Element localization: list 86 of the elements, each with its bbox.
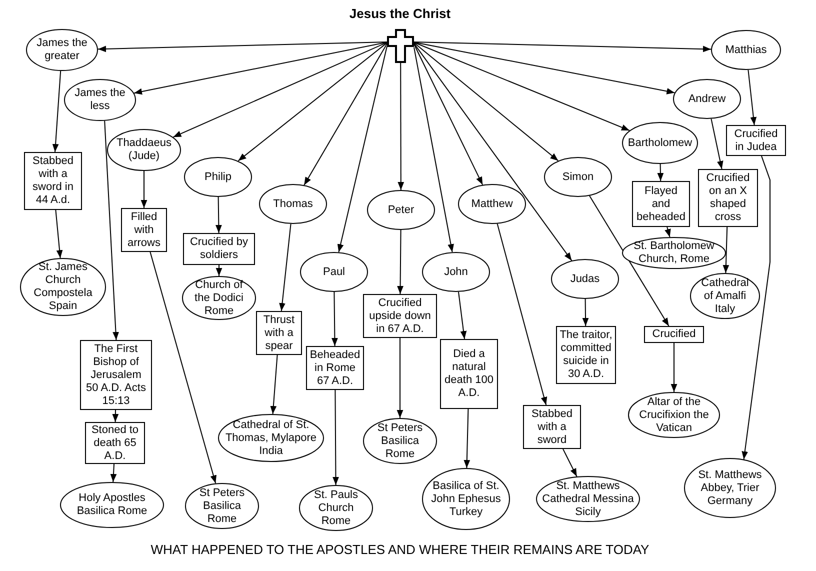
text-box: Crucified on an X shaped cross	[698, 169, 758, 227]
arrow	[397, 230, 404, 294]
arrow	[414, 46, 454, 253]
arrow	[332, 292, 338, 346]
arrow	[55, 210, 63, 259]
oval-node: St. Matthews Abbey, Trier Germany	[684, 458, 776, 518]
arrow	[664, 226, 671, 238]
arrow	[52, 70, 62, 152]
oval-node: Philip	[184, 157, 252, 197]
arrow	[414, 42, 676, 94]
oval-node: Thaddaeus (Jude)	[107, 129, 181, 171]
arrow	[458, 291, 467, 340]
text-box: Died a natural death 100 A.D.	[440, 339, 498, 409]
text-box: Beheaded in Rome 67 A.D.	[306, 346, 364, 390]
oval-node: Bartholomew	[622, 122, 698, 164]
arrow	[414, 44, 484, 186]
arrow	[270, 354, 278, 414]
oval-node: Holy Apostles Basilica Rome	[60, 482, 164, 528]
oval-node: John	[422, 252, 490, 292]
text-box: The First Bishop of Jerusalem 50 A.D. Acts 15:13	[80, 340, 152, 410]
arrow	[332, 390, 339, 486]
oval-node: James the less	[64, 79, 136, 121]
caption: WHAT HAPPENED TO THE APOSTLES AND WHERE THEIR REMAINS ARE TODAY	[150, 542, 650, 558]
arrow	[670, 342, 678, 392]
oval-node: Cathedral of St. Thomas, Mylapore India	[218, 414, 324, 462]
oval-node: St. Pauls Church Rome	[299, 485, 373, 531]
text-box: Filled with arrows	[121, 208, 167, 252]
oval-node: Peter	[367, 190, 435, 230]
arrow	[112, 410, 119, 422]
oval-node: St. James Church Compostela Spain	[20, 258, 106, 316]
arrow	[304, 43, 388, 186]
arrow	[216, 264, 222, 276]
text-box: Stabbed with a sword	[523, 405, 581, 449]
arrow	[722, 226, 730, 274]
arrow	[140, 170, 148, 208]
oval-node: Paul	[300, 252, 368, 292]
arrow	[582, 298, 589, 326]
text-box: Crucified in Judea	[726, 125, 786, 156]
arrow	[150, 252, 216, 484]
arrow	[414, 42, 572, 262]
oval-node: Altar of the Crucifixion the Vatican	[628, 392, 720, 438]
oval-node: St. Matthews Cathedral Messina Sicily	[536, 476, 640, 522]
text-box: Crucified	[644, 326, 704, 343]
cross-icon	[387, 29, 414, 63]
oval-node: Simon	[544, 157, 612, 197]
arrow	[238, 42, 388, 162]
arrow	[710, 118, 724, 170]
arrow	[589, 195, 670, 326]
oval-node: Church of the Dodici Rome	[182, 276, 256, 320]
arrow	[562, 448, 578, 477]
oval-node: St Peters Basilica Rome	[363, 418, 437, 464]
text-box: Thrust with a spear	[256, 311, 302, 355]
diagram-title: Jesus the Christ	[348, 6, 452, 22]
text-box: The traitor, committed suicide in 30 A.D.	[556, 326, 616, 384]
text-box: Stabbed with a sword in 44 A.d.	[24, 152, 82, 210]
oval-node: Cathedral of Amalfi Italy	[690, 273, 760, 319]
arrow	[748, 70, 757, 126]
arrow	[742, 156, 770, 460]
arrow	[464, 408, 470, 468]
arrow	[396, 338, 404, 418]
arrow	[414, 42, 712, 52]
arrow	[216, 196, 222, 234]
arrow	[134, 42, 388, 95]
oval-node: Judas	[551, 259, 619, 299]
text-box: Crucified upside down in 67 A.D.	[363, 294, 437, 338]
oval-node: Basilica of St. John Ephesus Turkey	[422, 468, 510, 530]
arrow	[496, 223, 548, 406]
text-box: Stoned to death 65 A.D.	[85, 422, 145, 464]
arrow	[172, 42, 388, 138]
oval-node: Thomas	[259, 184, 327, 224]
text-box: Flayed and beheaded	[632, 181, 690, 227]
arrow	[414, 42, 559, 162]
arrow	[657, 164, 664, 182]
arrow	[398, 62, 404, 190]
arrow	[110, 464, 117, 482]
oval-node: Andrew	[673, 79, 741, 119]
oval-node: Matthew	[458, 184, 526, 224]
arrow	[337, 46, 388, 253]
oval-node: Matthias	[711, 30, 781, 70]
text-box: Crucified by soldiers	[183, 233, 255, 265]
arrow	[104, 120, 119, 340]
arrow	[98, 42, 388, 52]
oval-node: James the greater	[26, 29, 98, 71]
arrow	[414, 42, 630, 131]
arrow	[279, 224, 292, 312]
oval-node: St Peters Basilica Rome	[185, 483, 259, 529]
